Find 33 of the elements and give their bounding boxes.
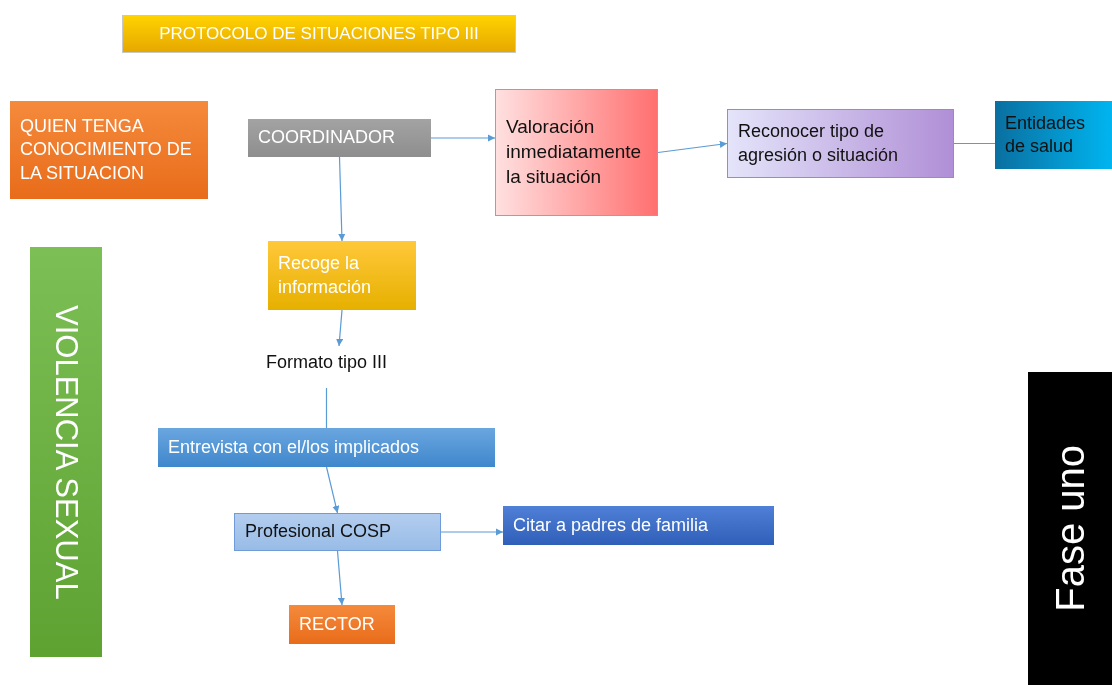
process-box bbox=[289, 605, 395, 644]
process-box bbox=[727, 109, 954, 178]
process-box bbox=[248, 119, 431, 157]
arrow bbox=[325, 466, 340, 514]
title-text: PROTOCOLO DE SITUACIONES TIPO III bbox=[159, 24, 479, 44]
arrow bbox=[440, 528, 504, 536]
node-text: COORDINADOR bbox=[258, 126, 395, 150]
arrow bbox=[430, 134, 496, 142]
node-text: Recoge la información bbox=[278, 252, 373, 299]
node-text: Entidades de salud bbox=[1005, 111, 1087, 158]
process-box bbox=[10, 101, 208, 199]
process-box bbox=[234, 513, 441, 551]
node-text: VIOLENCIA SEXUAL bbox=[48, 304, 86, 600]
arrow bbox=[338, 156, 346, 242]
process-box bbox=[495, 89, 658, 216]
vertical-band bbox=[1028, 372, 1112, 685]
arrow bbox=[336, 309, 344, 347]
arrow bbox=[336, 550, 345, 606]
node-text: Entrevista con el/los implicados bbox=[168, 435, 420, 459]
vertical-band bbox=[30, 247, 102, 657]
node-text: QUIEN TENGA CONOCIMIENTO DE LA SITUACION bbox=[20, 114, 193, 185]
node-text: RECTOR bbox=[299, 612, 375, 636]
node-text: Reconocer tipo de agresión o situación bbox=[738, 120, 900, 167]
node-text: Citar a padres de familia bbox=[513, 513, 709, 537]
process-box bbox=[158, 428, 495, 467]
node-text: Formato tipo III bbox=[266, 351, 388, 375]
process-box bbox=[268, 241, 416, 310]
node-text: Profesional COSP bbox=[245, 520, 392, 544]
arrow bbox=[657, 140, 728, 154]
process-box bbox=[995, 101, 1112, 169]
node-text: Valoración inmediatamente la situación bbox=[506, 115, 643, 189]
node-text: Fase uno bbox=[1047, 445, 1093, 612]
process-box bbox=[503, 506, 774, 545]
